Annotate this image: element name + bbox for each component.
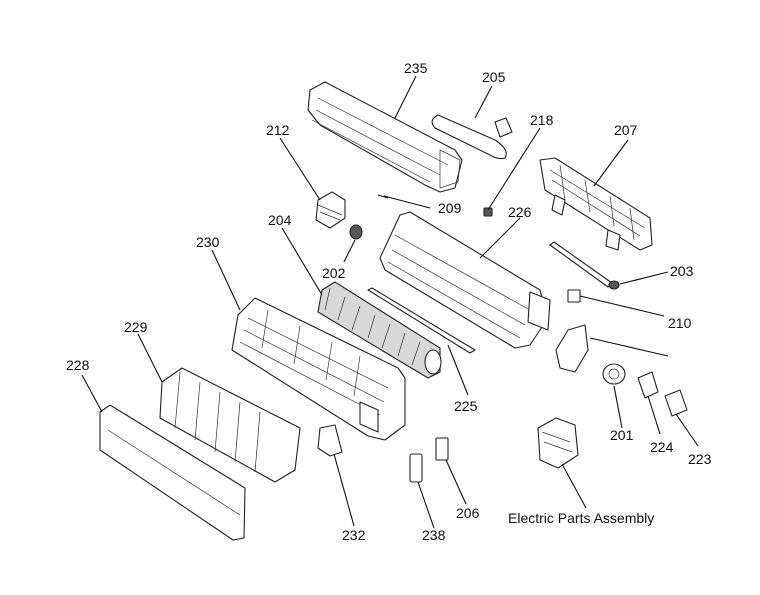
part-228-front-grille [99,404,246,541]
label-210: 210 [668,315,692,331]
label-209: 209 [438,200,462,216]
label-202: 202 [322,265,346,281]
label-201: 201 [610,427,634,443]
part-212-fan-motor [315,191,346,229]
label-226: 226 [508,204,532,220]
part-203-shaft [549,241,620,290]
label-223: 223 [688,451,712,467]
label-238: 238 [422,527,446,543]
part-224-clip [637,371,659,399]
label-205: 205 [482,69,506,85]
label-235: 235 [404,60,428,76]
label-232: 232 [342,527,366,543]
part-235-evaporator-frame [307,81,463,193]
part-side-cover [555,324,589,373]
callout-labels: 235 205 218 207 212 209 226 204 230 202 … [66,60,712,543]
part-225-baffle [367,287,476,354]
part-electric-assembly [537,417,579,469]
label-230: 230 [196,234,220,250]
label-218: 218 [530,112,554,128]
label-224: 224 [650,439,674,455]
part-232-display [317,424,343,457]
part-230-front-panel [231,297,406,441]
leader-lines [81,75,699,529]
part-229-air-filter [159,367,301,483]
part-209-pin [377,194,389,199]
part-207-mounting-plate [539,157,653,251]
part-238-remote-control [409,453,423,483]
part-202-bearing [349,224,363,240]
label-229: 229 [124,319,148,335]
part-204-crossflow-fan [317,281,442,379]
part-223-clip [664,389,688,417]
part-210-bracket [567,289,581,303]
part-226-chassis [379,211,551,349]
label-204: 204 [268,212,292,228]
label-206: 206 [456,505,480,521]
part-218-screw [483,207,493,217]
label-225: 225 [454,398,478,414]
part-206-holder [435,437,449,461]
label-203: 203 [670,263,694,279]
label-207: 207 [614,122,638,138]
label-228: 228 [66,357,90,373]
label-212: 212 [266,122,290,138]
part-201-motor [602,363,626,385]
part-205-drain-hose [431,114,513,160]
label-electric-parts-assembly: Electric Parts Assembly [508,510,654,526]
